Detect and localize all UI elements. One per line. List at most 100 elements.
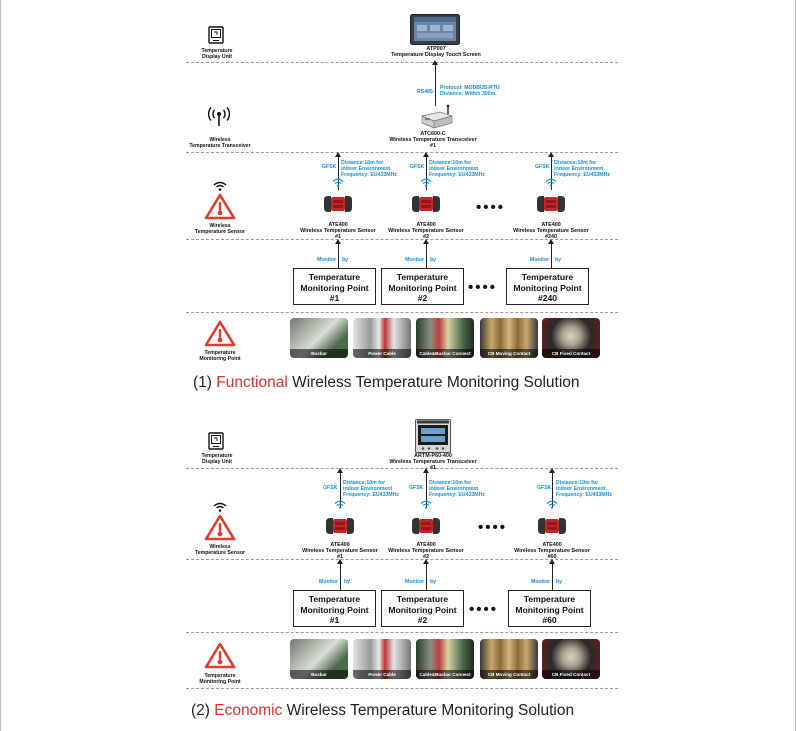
- sensor-device-icon: [324, 196, 352, 212]
- photo-cb-fixed-contact: CB Fixed Contact: [542, 639, 600, 679]
- point-line1: Temperature: [396, 272, 449, 282]
- touch-screen-device-icon: [410, 14, 460, 45]
- sensor-device-icon: [326, 518, 354, 534]
- arrow-head: [549, 559, 555, 564]
- arrow-head: [423, 559, 429, 564]
- sensor-number: #1: [337, 554, 343, 560]
- monitoring-point-box-2: Temperature Monitoring Point #2: [381, 268, 464, 305]
- point-number: #240: [537, 293, 558, 303]
- wifi-signal-icon: [546, 500, 558, 509]
- title-prefix: (1): [193, 374, 217, 391]
- link-distance-label: Distance: Within 300m: [440, 91, 496, 97]
- row-divider: [186, 152, 618, 153]
- transceiver-number: #1: [430, 465, 436, 471]
- row-divider: [186, 632, 618, 633]
- by-label: by: [555, 257, 562, 263]
- point-line2: Monitoring Point: [515, 604, 584, 615]
- monitor-label: Monitor: [530, 257, 550, 263]
- monitor-link-line: [551, 243, 552, 268]
- radio-link-line: [426, 472, 427, 508]
- title-suffix: Wireless Temperature Monitoring Solution: [282, 702, 575, 719]
- display-unit-label: Temperature Display Unit: [201, 453, 233, 465]
- radio-frequency-label: Frequency: EU433MHz: [554, 172, 610, 178]
- display-unit-label: Temperature Display Unit: [201, 48, 233, 60]
- rs485-link-line: [435, 64, 436, 106]
- sensor-name: Wireless Temperature Sensor: [388, 228, 464, 234]
- arrow-head: [548, 239, 554, 244]
- sensor-ellipsis: ••••: [476, 199, 506, 216]
- section-title: (2) Economic Wireless Temperature Monito…: [191, 702, 574, 720]
- sensor-label: Wireless Temperature Sensor: [194, 223, 246, 235]
- transceiver-label: Wireless Temperature Transceiver: [189, 137, 251, 149]
- wifi-icon: [213, 502, 227, 512]
- wifi-signal-icon: [420, 500, 432, 509]
- row-divider: [186, 62, 618, 63]
- monitoring-point-box-1: Temperature Monitoring Point #1: [293, 590, 376, 627]
- monitor-label: Monitor: [531, 579, 551, 585]
- point-number: #2: [417, 293, 428, 303]
- monitor-label: Monitor: [405, 579, 425, 585]
- arrow-head: [335, 152, 341, 157]
- arrow-head: [432, 60, 438, 65]
- sensor-number: #1: [335, 234, 341, 240]
- photo-busbar: Busbar: [290, 639, 348, 679]
- transceiver-model: ATC600-C: [420, 131, 446, 137]
- sensor-model: ATE400: [416, 542, 436, 548]
- photo-label: Cable&Busbar Connect: [416, 349, 474, 358]
- photo-power-cable: Power Cable: [353, 318, 411, 358]
- radio-frequency-label: Frequency: EU433MHz: [429, 492, 485, 498]
- point-number: #2: [417, 615, 428, 625]
- point-line1: Temperature: [523, 594, 576, 604]
- photo-label: Cable&Busbar Connect: [416, 670, 474, 679]
- radio-environment-label: indoor Environment: [341, 166, 391, 172]
- frame-left-line: [0, 0, 1, 731]
- photo-cb-moving-contact: CB Moving Contact: [480, 639, 538, 679]
- monitoring-point-box-240: Temperature Monitoring Point #240: [506, 268, 589, 305]
- point-ellipsis: ••••: [468, 279, 498, 296]
- radio-environment-label: indoor Environment: [556, 486, 606, 492]
- warning-thermometer-icon: [204, 193, 236, 220]
- row-divider: [186, 239, 618, 240]
- by-label: by: [342, 257, 349, 263]
- artm-transceiver-device-icon: [415, 419, 451, 453]
- wifi-signal-icon: [332, 178, 344, 187]
- arrow-head: [337, 468, 343, 473]
- sensor-model: ATE400: [416, 222, 436, 228]
- radio-link-line: [551, 156, 552, 190]
- point-line2: Monitoring Point: [388, 282, 457, 293]
- by-label: by: [344, 579, 351, 585]
- sensor-number: #2: [423, 554, 429, 560]
- warning-thermometer-icon: [204, 320, 236, 347]
- rs485-label: RS485: [417, 89, 433, 95]
- gfsk-label: GFSK: [537, 485, 552, 491]
- radio-environment-label: indoor Environment: [554, 166, 604, 172]
- point-line2: Monitoring Point: [513, 282, 582, 293]
- monitor-link-line: [426, 563, 427, 590]
- gfsk-label: GFSK: [535, 164, 550, 170]
- radio-distance-label: Distance:10m for: [341, 160, 384, 166]
- radio-distance-label: Distance:10m for: [556, 480, 599, 486]
- sensor-number: #60: [547, 554, 557, 560]
- monitoring-point-label: Temperature Monitoring Point: [199, 350, 241, 362]
- monitor-link-line: [338, 243, 339, 268]
- photo-label: CB Moving Contact: [480, 349, 538, 358]
- transceiver-name: Wireless Temperature Transceiver: [389, 137, 477, 143]
- radio-frequency-label: Frequency: EU433MHz: [556, 492, 612, 498]
- photo-label: CB Fixed Contact: [542, 349, 600, 358]
- sensor-model: ATE400: [542, 542, 562, 548]
- point-line2: Monitoring Point: [388, 604, 457, 615]
- title-prefix: (2): [191, 702, 215, 719]
- arrow-head: [423, 152, 429, 157]
- wifi-signal-icon: [545, 178, 557, 187]
- section-title: (1) Functional Wireless Temperature Moni…: [193, 374, 580, 392]
- sensor-name: Wireless Temperature Sensor: [300, 228, 376, 234]
- monitor-link-line: [552, 563, 553, 590]
- row-divider: [186, 688, 618, 689]
- transceiver-number: #1: [430, 143, 436, 149]
- point-line1: Temperature: [396, 594, 449, 604]
- by-label: by: [430, 579, 437, 585]
- monitoring-point-label: Temperature Monitoring Point: [199, 673, 241, 685]
- row-divider: [186, 559, 618, 560]
- point-number: #60: [542, 615, 557, 625]
- monitor-label: Monitor: [317, 257, 337, 263]
